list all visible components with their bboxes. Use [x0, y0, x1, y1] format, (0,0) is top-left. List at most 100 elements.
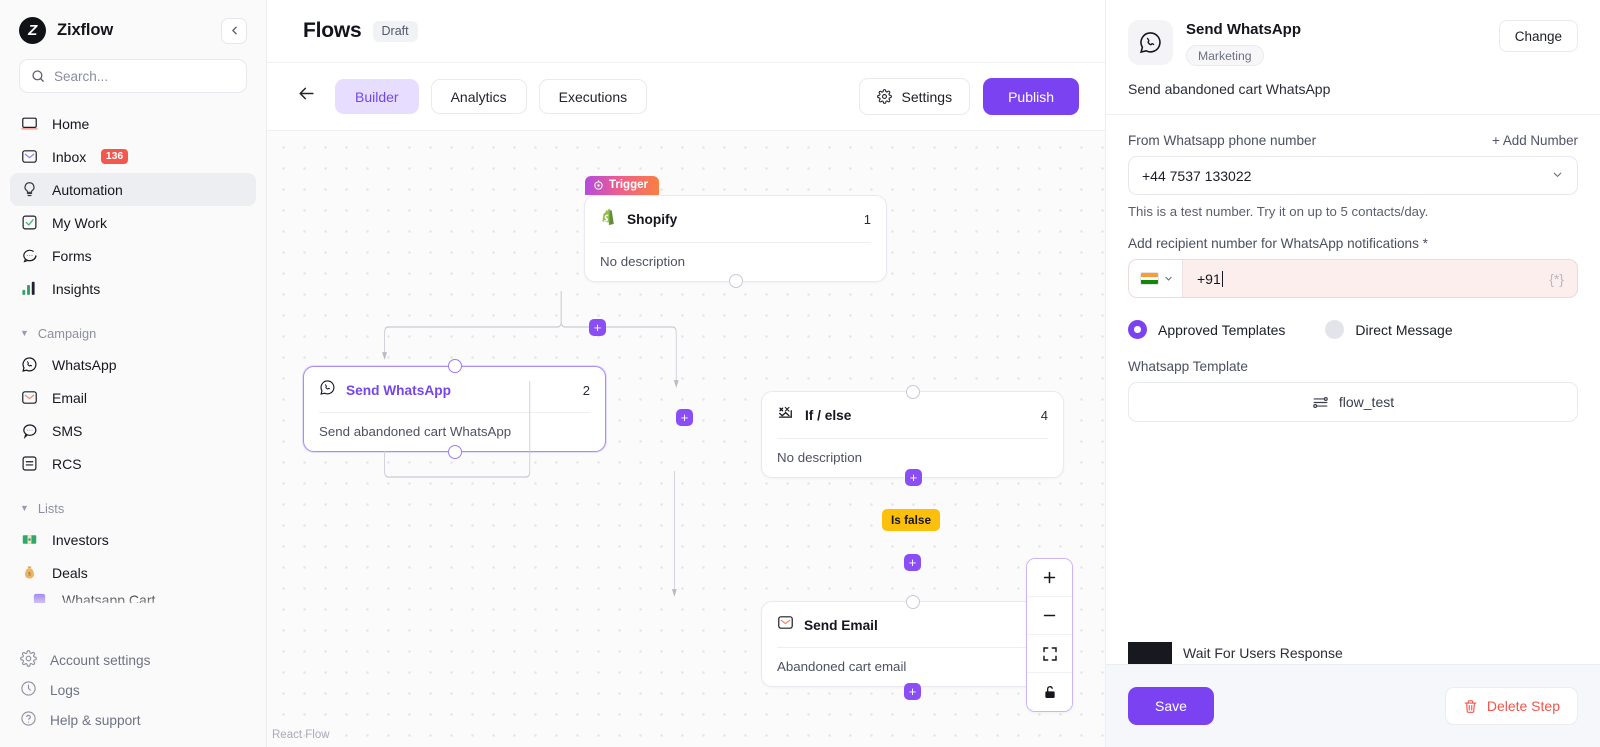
- field-wait-for-response-clipped[interactable]: Wait For Users Response: [1128, 642, 1578, 664]
- template-value: flow_test: [1338, 394, 1395, 410]
- sidebar-item-inbox[interactable]: Inbox 136: [10, 140, 256, 173]
- node-send-whatsapp[interactable]: Send WhatsApp 2 Send abandoned cart What…: [303, 359, 606, 459]
- sidebar-item-my-work[interactable]: My Work: [10, 206, 256, 239]
- country-code-select[interactable]: [1129, 260, 1183, 297]
- brand-name: Zixflow: [57, 21, 114, 39]
- lock-canvas-button[interactable]: [1027, 673, 1072, 711]
- sidebar-item-label: Forms: [52, 247, 92, 264]
- sidebar-item-forms[interactable]: Forms: [10, 239, 256, 272]
- delete-step-button[interactable]: Delete Step: [1444, 687, 1578, 725]
- sidebar-item-label: SMS: [52, 422, 83, 439]
- sidebar-item-label: Deals: [52, 564, 88, 581]
- sidebar-item-partial[interactable]: Whatsapp Cart: [20, 589, 246, 603]
- divider: [777, 438, 1048, 439]
- trigger-badge: Trigger: [585, 176, 659, 195]
- node-handle-top[interactable]: [906, 385, 920, 399]
- add-step-button[interactable]: +: [904, 554, 921, 571]
- sidebar-item-whatsapp[interactable]: WhatsApp: [10, 348, 256, 381]
- sidebar-item-deals[interactable]: $ Deals: [10, 556, 256, 589]
- list-icon: [30, 590, 49, 603]
- recipient-number-input[interactable]: +91: [1183, 270, 1536, 287]
- add-step-button[interactable]: +: [589, 319, 606, 336]
- radio-direct-message[interactable]: Direct Message: [1325, 320, 1453, 339]
- sidebar-item-label: Inbox: [52, 148, 87, 165]
- publish-button[interactable]: Publish: [983, 78, 1079, 115]
- chevron-down-icon: ▼: [20, 328, 29, 338]
- branch-label-is-false: Is false: [882, 509, 941, 531]
- sidebar-footer-label: Logs: [50, 682, 80, 698]
- fit-view-icon: [1042, 646, 1057, 661]
- node-description: No description: [600, 254, 685, 269]
- template-select[interactable]: flow_test: [1128, 382, 1578, 422]
- page-header: Flows Draft: [267, 0, 1105, 63]
- node-handle-bottom[interactable]: [729, 274, 743, 288]
- node-title: Send Email: [804, 617, 878, 633]
- recipient-number-label: Add recipient number for WhatsApp notifi…: [1128, 236, 1428, 251]
- zixflow-logo-icon: Z: [19, 17, 46, 44]
- india-flag-icon: [1140, 272, 1159, 285]
- zoom-out-button[interactable]: [1027, 597, 1072, 635]
- search-input[interactable]: Search...: [19, 59, 247, 93]
- sidebar-section-label: Campaign: [37, 325, 97, 341]
- text-caret: [1221, 270, 1223, 287]
- node-step-number: 1: [863, 212, 871, 227]
- chevron-left-icon: [231, 26, 237, 35]
- chevron-down-icon: [1551, 168, 1564, 184]
- radio-approved-templates[interactable]: Approved Templates: [1128, 320, 1285, 339]
- tab-executions[interactable]: Executions: [538, 79, 648, 114]
- page-title: Flows: [303, 19, 362, 42]
- sms-icon: [20, 421, 39, 440]
- sidebar-item-label: My Work: [52, 214, 107, 231]
- fit-view-button[interactable]: [1027, 635, 1072, 673]
- node-shopify[interactable]: Trigger Shopify 1 No description: [584, 176, 887, 288]
- radio-label: Approved Templates: [1158, 321, 1286, 338]
- change-button[interactable]: Change: [1498, 20, 1578, 52]
- insert-variable-button[interactable]: {*}: [1549, 270, 1564, 287]
- sidebar-item-clipped[interactable]: Whatsapp Cart: [10, 589, 256, 603]
- from-number-hint: This is a test number. Try it on up to 5…: [1128, 204, 1429, 219]
- node-if-else[interactable]: If / else 4 No description: [761, 385, 1064, 478]
- sidebar-section-campaign[interactable]: ▼ Campaign: [10, 318, 256, 348]
- question-icon: [20, 710, 37, 730]
- whatsapp-icon: [20, 355, 39, 374]
- settings-button[interactable]: Settings: [859, 78, 971, 115]
- sidebar-item-investors[interactable]: Investors: [10, 523, 256, 556]
- flow-canvas[interactable]: Trigger Shopify 1 No description +: [267, 131, 1105, 747]
- radio-dot: [1128, 320, 1147, 339]
- node-description: No description: [777, 450, 862, 465]
- panel-title: Send WhatsApp: [1186, 21, 1301, 38]
- save-button[interactable]: Save: [1128, 687, 1214, 725]
- node-send-email[interactable]: Send Email Abandoned cart email: [761, 595, 1064, 687]
- recipient-number-input-wrap: +91 {*}: [1128, 259, 1578, 298]
- lock-icon: [1044, 686, 1055, 698]
- tab-builder[interactable]: Builder: [335, 79, 419, 114]
- sidebar-header: Z Zixflow: [0, 0, 266, 57]
- panel-footer: Save Delete Step: [1106, 664, 1600, 747]
- sidebar-item-insights[interactable]: Insights: [10, 272, 256, 305]
- sidebar-item-sms[interactable]: SMS: [10, 414, 256, 447]
- add-step-button[interactable]: +: [904, 683, 921, 700]
- sidebar-section-label: Lists: [37, 500, 65, 516]
- back-button[interactable]: [297, 84, 327, 109]
- zoom-in-button[interactable]: [1027, 559, 1072, 597]
- add-step-button[interactable]: +: [905, 469, 922, 486]
- sidebar-item-email[interactable]: Email: [10, 381, 256, 414]
- node-handle-top[interactable]: [448, 359, 462, 373]
- sidebar-item-home[interactable]: Home: [10, 107, 256, 140]
- sidebar-item-automation[interactable]: Automation: [10, 173, 256, 206]
- add-step-button[interactable]: +: [676, 409, 693, 426]
- node-handle-bottom[interactable]: [448, 445, 462, 459]
- sidebar-item-account-settings[interactable]: Account settings: [10, 645, 255, 675]
- sidebar-item-rcs[interactable]: RCS: [10, 447, 256, 480]
- plus-icon: [1043, 571, 1056, 584]
- sidebar-section-lists[interactable]: ▼ Lists: [10, 493, 256, 523]
- from-number-select[interactable]: +44 7537 133022: [1128, 156, 1578, 195]
- sidebar-item-logs[interactable]: Logs: [10, 675, 255, 705]
- node-handle-top[interactable]: [906, 595, 920, 609]
- panel-subtitle: Send abandoned cart WhatsApp: [1128, 81, 1331, 97]
- collapse-sidebar-button[interactable]: [221, 17, 247, 44]
- tab-analytics[interactable]: Analytics: [430, 79, 527, 114]
- sidebar-item-help-support[interactable]: Help & support: [10, 705, 255, 735]
- add-number-button[interactable]: + Add Number: [1492, 133, 1578, 148]
